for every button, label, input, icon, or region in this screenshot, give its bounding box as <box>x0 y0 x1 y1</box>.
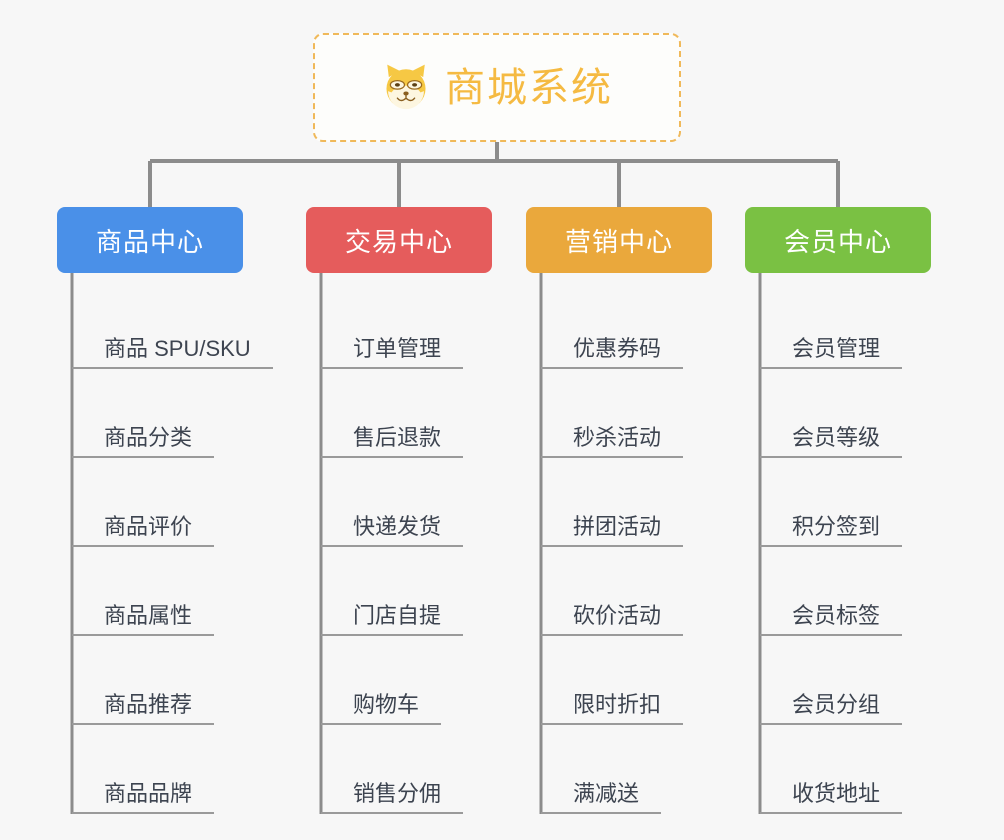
leaf-item[interactable]: 商品推荐 <box>72 636 273 725</box>
leaf-item-label: 门店自提 <box>321 603 464 636</box>
leaf-item[interactable]: 商品品牌 <box>72 725 273 814</box>
shiba-dog-face-icon <box>386 64 426 109</box>
leaf-item[interactable]: 销售分佣 <box>321 725 464 814</box>
leaf-item[interactable]: 订单管理 <box>321 280 464 369</box>
category-box-product-center[interactable]: 商品中心 <box>57 207 243 273</box>
leaf-item[interactable]: 会员等级 <box>760 369 903 458</box>
leaf-item[interactable]: 商品属性 <box>72 547 273 636</box>
leaf-item-label: 购物车 <box>321 692 442 725</box>
root-title: 商城系统 <box>445 65 613 110</box>
leaf-item-label: 快递发货 <box>321 514 464 547</box>
leaf-item[interactable]: 砍价活动 <box>541 547 684 636</box>
category-box-trade-center[interactable]: 交易中心 <box>306 207 492 273</box>
leaf-item[interactable]: 收货地址 <box>760 725 903 814</box>
leaf-item[interactable]: 拼团活动 <box>541 458 684 547</box>
category-label: 商品中心 <box>95 226 204 257</box>
leaf-item[interactable]: 会员管理 <box>760 280 903 369</box>
leaf-item-label: 订单管理 <box>321 336 464 369</box>
leaf-item[interactable]: 会员标签 <box>760 547 903 636</box>
leaf-item[interactable]: 商品评价 <box>72 458 273 547</box>
category-label: 交易中心 <box>344 226 453 257</box>
leaf-item-label: 砍价活动 <box>541 603 684 636</box>
leaf-item-label: 秒杀活动 <box>541 425 684 458</box>
leaf-item-label: 积分签到 <box>760 514 903 547</box>
leaf-item-label: 销售分佣 <box>321 781 464 814</box>
leaf-item-label: 会员分组 <box>760 692 903 725</box>
leaf-item-label: 会员管理 <box>760 336 903 369</box>
leaf-item[interactable]: 商品分类 <box>72 369 273 458</box>
leaf-item-label: 会员标签 <box>760 603 903 636</box>
leaf-item-label: 会员等级 <box>760 425 903 458</box>
leaf-item-label: 商品推荐 <box>72 692 215 725</box>
leaf-item[interactable]: 购物车 <box>321 636 463 725</box>
leaf-item[interactable]: 门店自提 <box>321 547 464 636</box>
leaf-item[interactable]: 限时折扣 <box>541 636 684 725</box>
leaf-item-label: 商品属性 <box>72 603 215 636</box>
leaf-item[interactable]: 售后退款 <box>321 369 464 458</box>
leaf-column-member-center: 会员管理会员等级积分签到会员标签会员分组收货地址 <box>760 280 903 814</box>
leaf-item-label: 拼团活动 <box>541 514 684 547</box>
leaf-item-label: 商品 SPU/SKU <box>72 336 273 369</box>
leaf-column-product-center: 商品 SPU/SKU 商品分类商品评价商品属性商品推荐商品品牌 <box>72 280 273 814</box>
leaf-item-label: 满减送 <box>541 781 662 814</box>
leaf-item[interactable]: 快递发货 <box>321 458 464 547</box>
leaf-item-label: 商品评价 <box>72 514 215 547</box>
leaf-column-marketing-center: 优惠券码秒杀活动拼团活动砍价活动限时折扣满减送 <box>541 280 684 814</box>
category-box-member-center[interactable]: 会员中心 <box>745 207 931 273</box>
leaf-column-trade-center: 订单管理售后退款快递发货门店自提购物车销售分佣 <box>321 280 464 814</box>
leaf-item-label: 售后退款 <box>321 425 464 458</box>
leaf-item[interactable]: 满减送 <box>541 725 683 814</box>
leaf-item[interactable]: 会员分组 <box>760 636 903 725</box>
category-label: 会员中心 <box>783 226 892 257</box>
leaf-item[interactable]: 商品 SPU/SKU <box>72 280 273 369</box>
root-node[interactable]: 商城系统 <box>313 33 681 142</box>
leaf-item[interactable]: 秒杀活动 <box>541 369 684 458</box>
category-label: 营销中心 <box>564 226 673 257</box>
leaf-item-label: 限时折扣 <box>541 692 684 725</box>
leaf-item-label: 商品品牌 <box>72 781 215 814</box>
leaf-item-label: 商品分类 <box>72 425 215 458</box>
leaf-item-label: 优惠券码 <box>541 336 684 369</box>
leaf-item-label: 收货地址 <box>760 781 903 814</box>
leaf-item[interactable]: 优惠券码 <box>541 280 684 369</box>
category-box-marketing-center[interactable]: 营销中心 <box>526 207 712 273</box>
leaf-item[interactable]: 积分签到 <box>760 458 903 547</box>
